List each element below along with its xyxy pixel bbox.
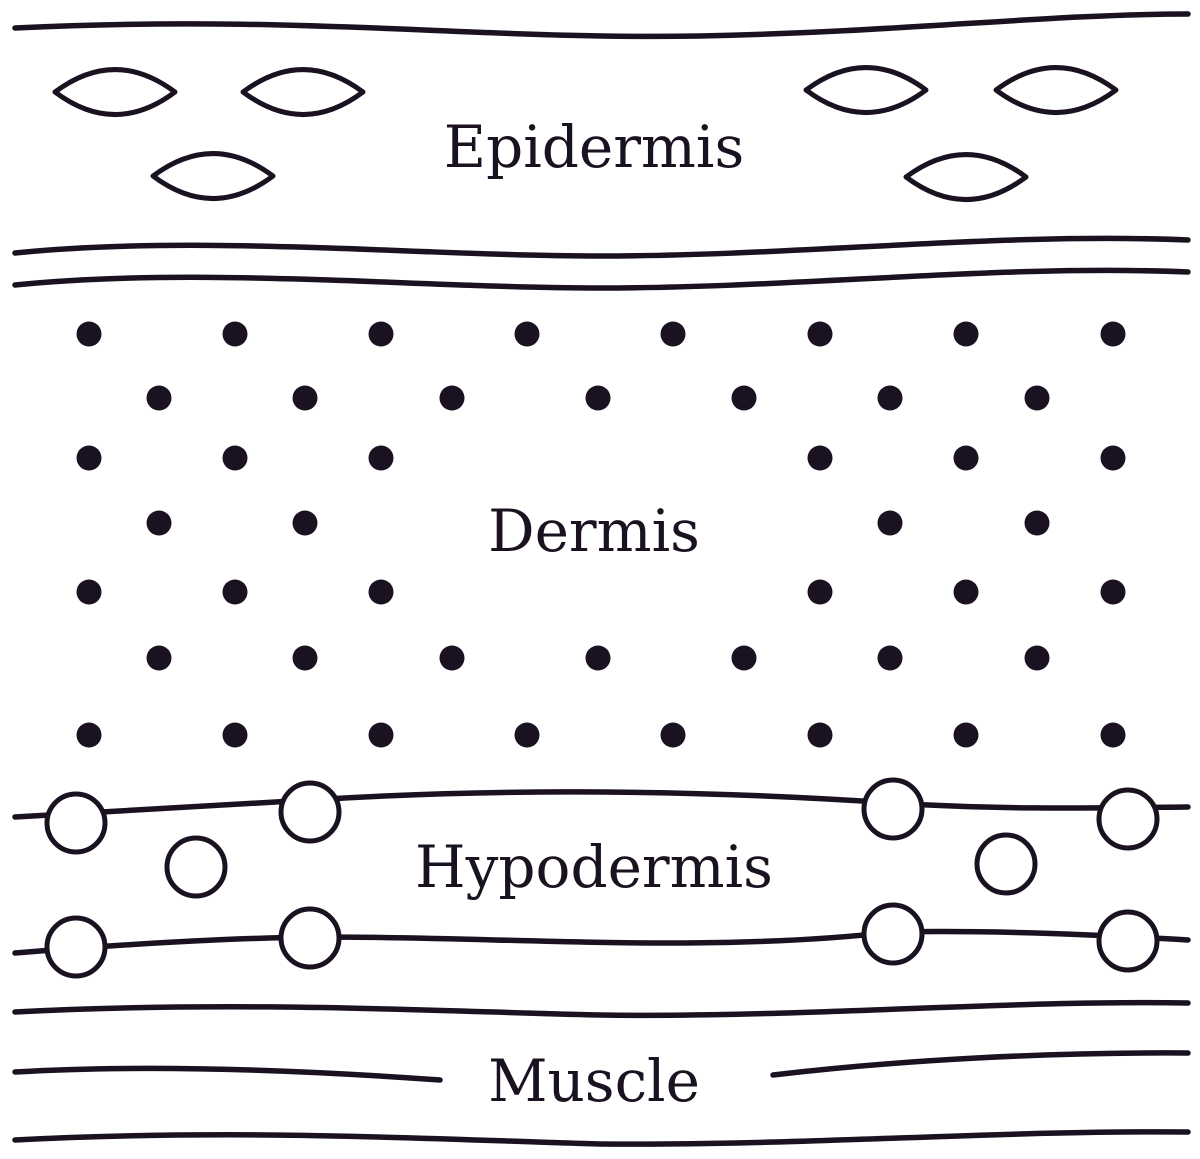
dermis-dot bbox=[514, 722, 540, 748]
muscle-fiber-left bbox=[12, 1065, 443, 1083]
fat-cell bbox=[164, 835, 228, 899]
dermis-dot bbox=[953, 579, 979, 605]
hypodermis-top-boundary bbox=[12, 789, 1191, 820]
hypodermis-label: Hypodermis bbox=[415, 833, 773, 901]
dermis-dot bbox=[1024, 645, 1050, 671]
dermis-dot bbox=[585, 645, 611, 671]
muscle-bottom-boundary bbox=[12, 1129, 1191, 1147]
dermis-dot bbox=[368, 321, 394, 347]
hypodermis-layer: Hypodermis bbox=[12, 777, 1191, 979]
dermis-dot bbox=[76, 722, 102, 748]
epidermis-cell bbox=[240, 67, 366, 117]
epidermis-top-boundary bbox=[12, 11, 1191, 40]
dermis-dot bbox=[1100, 321, 1126, 347]
fat-cell bbox=[278, 780, 342, 844]
dermis-dot bbox=[877, 510, 903, 536]
muscle-layer: Muscle bbox=[12, 999, 1191, 1147]
dermis-dot bbox=[877, 385, 903, 411]
fat-cell bbox=[861, 902, 925, 966]
dermis-dot bbox=[807, 579, 833, 605]
dermis-dot bbox=[76, 579, 102, 605]
dermis-dot bbox=[1024, 385, 1050, 411]
dermis-dot bbox=[953, 722, 979, 748]
dermis-dot bbox=[368, 579, 394, 605]
epidermis-bottom-boundary bbox=[12, 235, 1191, 259]
dermis-dot bbox=[953, 321, 979, 347]
dermis-fibers bbox=[76, 321, 1126, 748]
dermis-dot bbox=[368, 445, 394, 471]
dermis-dot bbox=[146, 645, 172, 671]
dermis-dot bbox=[368, 722, 394, 748]
dermis-dot bbox=[585, 385, 611, 411]
epidermis-cell bbox=[903, 152, 1029, 202]
dermis-dot bbox=[222, 445, 248, 471]
epidermis-layer: Epidermis bbox=[12, 11, 1191, 259]
dermis-top-boundary bbox=[12, 267, 1191, 291]
dermis-dot bbox=[222, 722, 248, 748]
muscle-fiber-right bbox=[770, 1050, 1191, 1078]
epidermis-cell bbox=[993, 65, 1119, 115]
dermis-label: Dermis bbox=[488, 497, 700, 565]
dermis-layer: Dermis bbox=[12, 267, 1191, 748]
epidermis-cell bbox=[52, 67, 178, 117]
dermis-dot bbox=[807, 722, 833, 748]
epidermis-cell bbox=[150, 151, 276, 201]
fat-cell bbox=[974, 832, 1038, 896]
epidermis-cell bbox=[803, 65, 929, 115]
fat-cell bbox=[44, 915, 108, 979]
dermis-dot bbox=[660, 722, 686, 748]
dermis-dot bbox=[146, 510, 172, 536]
dermis-dot bbox=[146, 385, 172, 411]
dermis-dot bbox=[292, 510, 318, 536]
dermis-dot bbox=[877, 645, 903, 671]
epidermis-label: Epidermis bbox=[444, 113, 745, 181]
dermis-dot bbox=[76, 321, 102, 347]
dermis-dot bbox=[222, 321, 248, 347]
dermis-dot bbox=[292, 385, 318, 411]
dermis-dot bbox=[731, 385, 757, 411]
dermis-dot bbox=[807, 321, 833, 347]
dermis-dot bbox=[76, 445, 102, 471]
fat-cell bbox=[1096, 787, 1160, 851]
dermis-dot bbox=[660, 321, 686, 347]
dermis-dot bbox=[514, 321, 540, 347]
dermis-dot bbox=[1100, 722, 1126, 748]
dermis-dot bbox=[953, 445, 979, 471]
dermis-dot bbox=[731, 645, 757, 671]
hypodermis-bottom-boundary bbox=[12, 928, 1191, 956]
dermis-dot bbox=[807, 445, 833, 471]
dermis-dot bbox=[1100, 445, 1126, 471]
muscle-top-boundary bbox=[12, 999, 1191, 1019]
fat-cell bbox=[44, 791, 108, 855]
fat-cell bbox=[861, 777, 925, 841]
dermis-dot bbox=[439, 645, 465, 671]
dermis-dot bbox=[1100, 579, 1126, 605]
dermis-dot bbox=[222, 579, 248, 605]
muscle-label: Muscle bbox=[488, 1047, 700, 1115]
dermis-dot bbox=[292, 645, 318, 671]
dermis-dot bbox=[1024, 510, 1050, 536]
fat-cell bbox=[1096, 909, 1160, 973]
fat-cell bbox=[278, 906, 342, 970]
dermis-dot bbox=[439, 385, 465, 411]
